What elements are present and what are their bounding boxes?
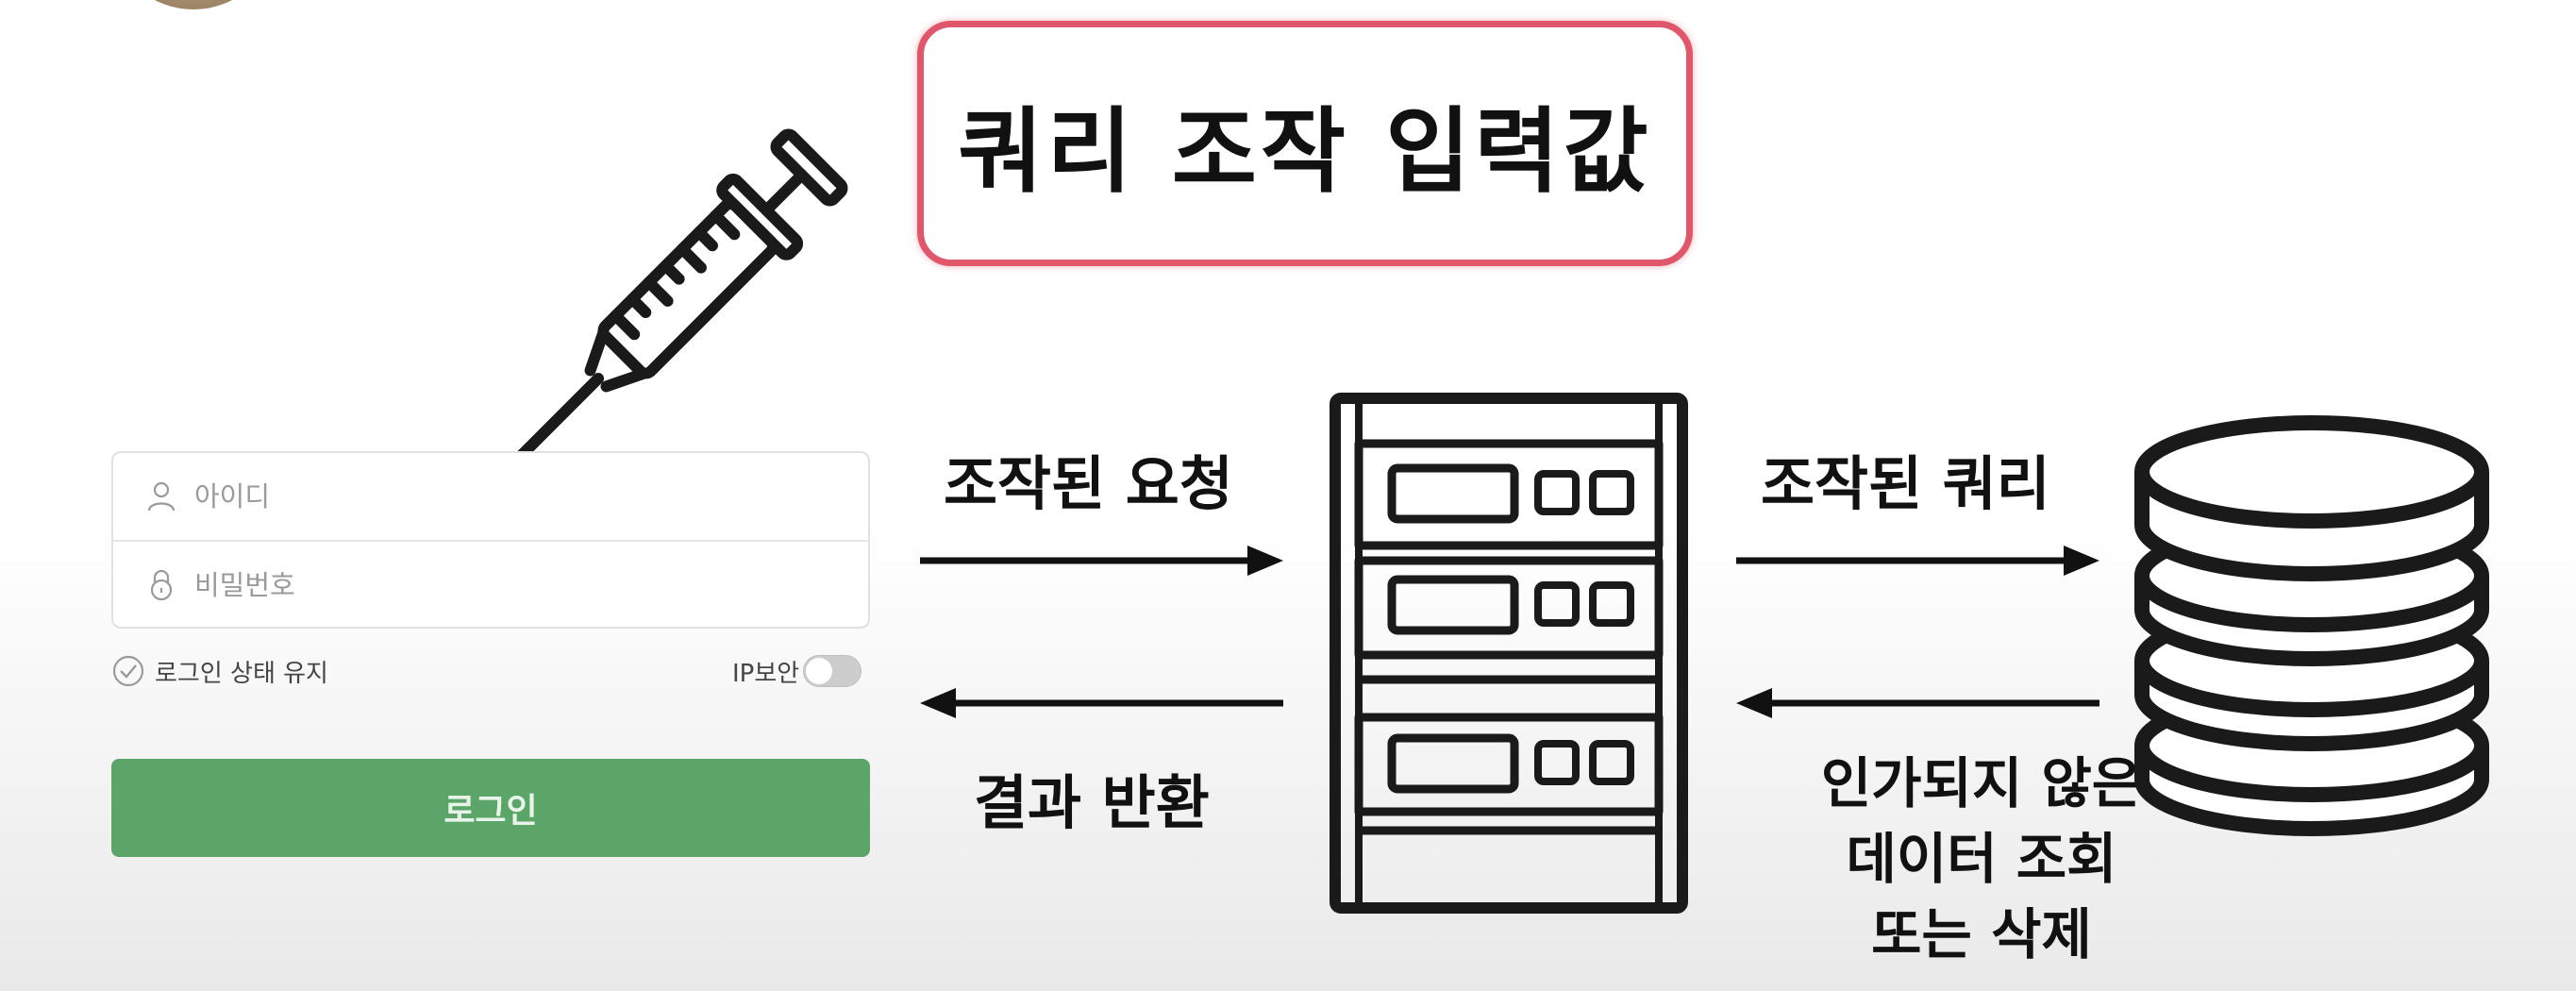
ip-security: IP보안 [732,651,862,691]
ip-security-label: IP보안 [732,659,800,688]
keep-login-checkbox[interactable]: 로그인 상태 유지 [111,651,328,691]
keep-login-label: 로그인 상태 유지 [155,659,328,688]
ip-security-toggle[interactable] [803,655,862,687]
label-unauthorized-line2: 데이터 조회 [1846,827,2117,891]
diagram-title: 쿼리 조작 입력값 [958,98,1652,206]
arrow-leak [1736,688,2099,718]
id-input[interactable] [192,479,762,513]
label-unauthorized: 인가되지 않은 데이터 조회 또는 삭제 [1755,746,2208,972]
login-button[interactable]: 로그인 [111,759,870,857]
arrow-result [920,688,1283,718]
label-unauthorized-line1: 인가되지 않은 [1820,751,2143,815]
arrow-query [1736,546,2099,576]
label-manipulated-request: 조작된 요청 [944,449,1233,518]
user-icon [147,481,176,512]
label-unauthorized-line3: 또는 삭제 [1871,902,2092,966]
title-box: 쿼리 조작 입력값 [917,21,1693,266]
id-field-row [113,453,868,540]
lock-icon [150,569,173,601]
avatar [113,0,274,9]
arrow-request [920,546,1283,576]
check-circle-icon [112,655,144,687]
label-result-return: 결과 반환 [974,768,1210,837]
label-manipulated-query: 조작된 쿼리 [1761,449,2050,518]
pw-field-row [113,540,868,629]
password-input[interactable] [192,568,762,602]
login-form [111,451,870,629]
